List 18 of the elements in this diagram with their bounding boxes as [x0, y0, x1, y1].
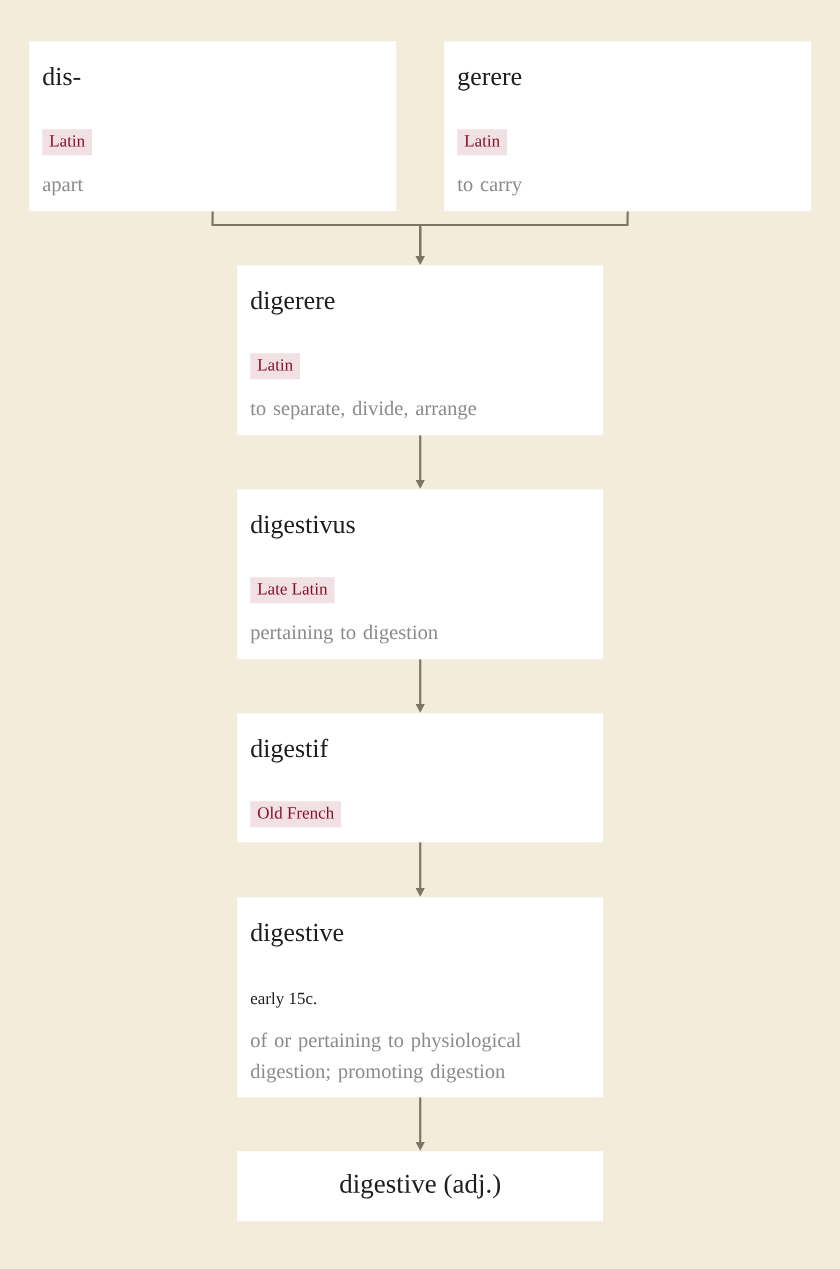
headword: digerere: [251, 290, 335, 315]
language-tag: Latin: [250, 353, 301, 380]
headword: dis-: [43, 67, 81, 86]
language-tag: Latin: [457, 129, 508, 156]
gloss-text: apart: [42, 179, 84, 196]
gloss-text: to carry: [457, 179, 522, 196]
date-text: early 15c.: [250, 992, 317, 1008]
headword: digestive: [251, 922, 344, 947]
headword: digestif: [251, 738, 329, 763]
gloss-text: pertaining to digestion: [250, 624, 438, 644]
headword: gerere: [458, 71, 522, 91]
headword: digestivus: [251, 514, 355, 539]
language-tag: Late Latin: [250, 577, 335, 604]
language-tag: Old French: [250, 801, 342, 828]
gloss-text: to separate, divide, arrange: [250, 400, 477, 420]
gloss-text: of or pertaining to physiological digestion; promoting digestion: [250, 1032, 521, 1083]
word-card: digestive (adj.): [237, 1151, 604, 1222]
language-tag: Latin: [42, 129, 93, 156]
